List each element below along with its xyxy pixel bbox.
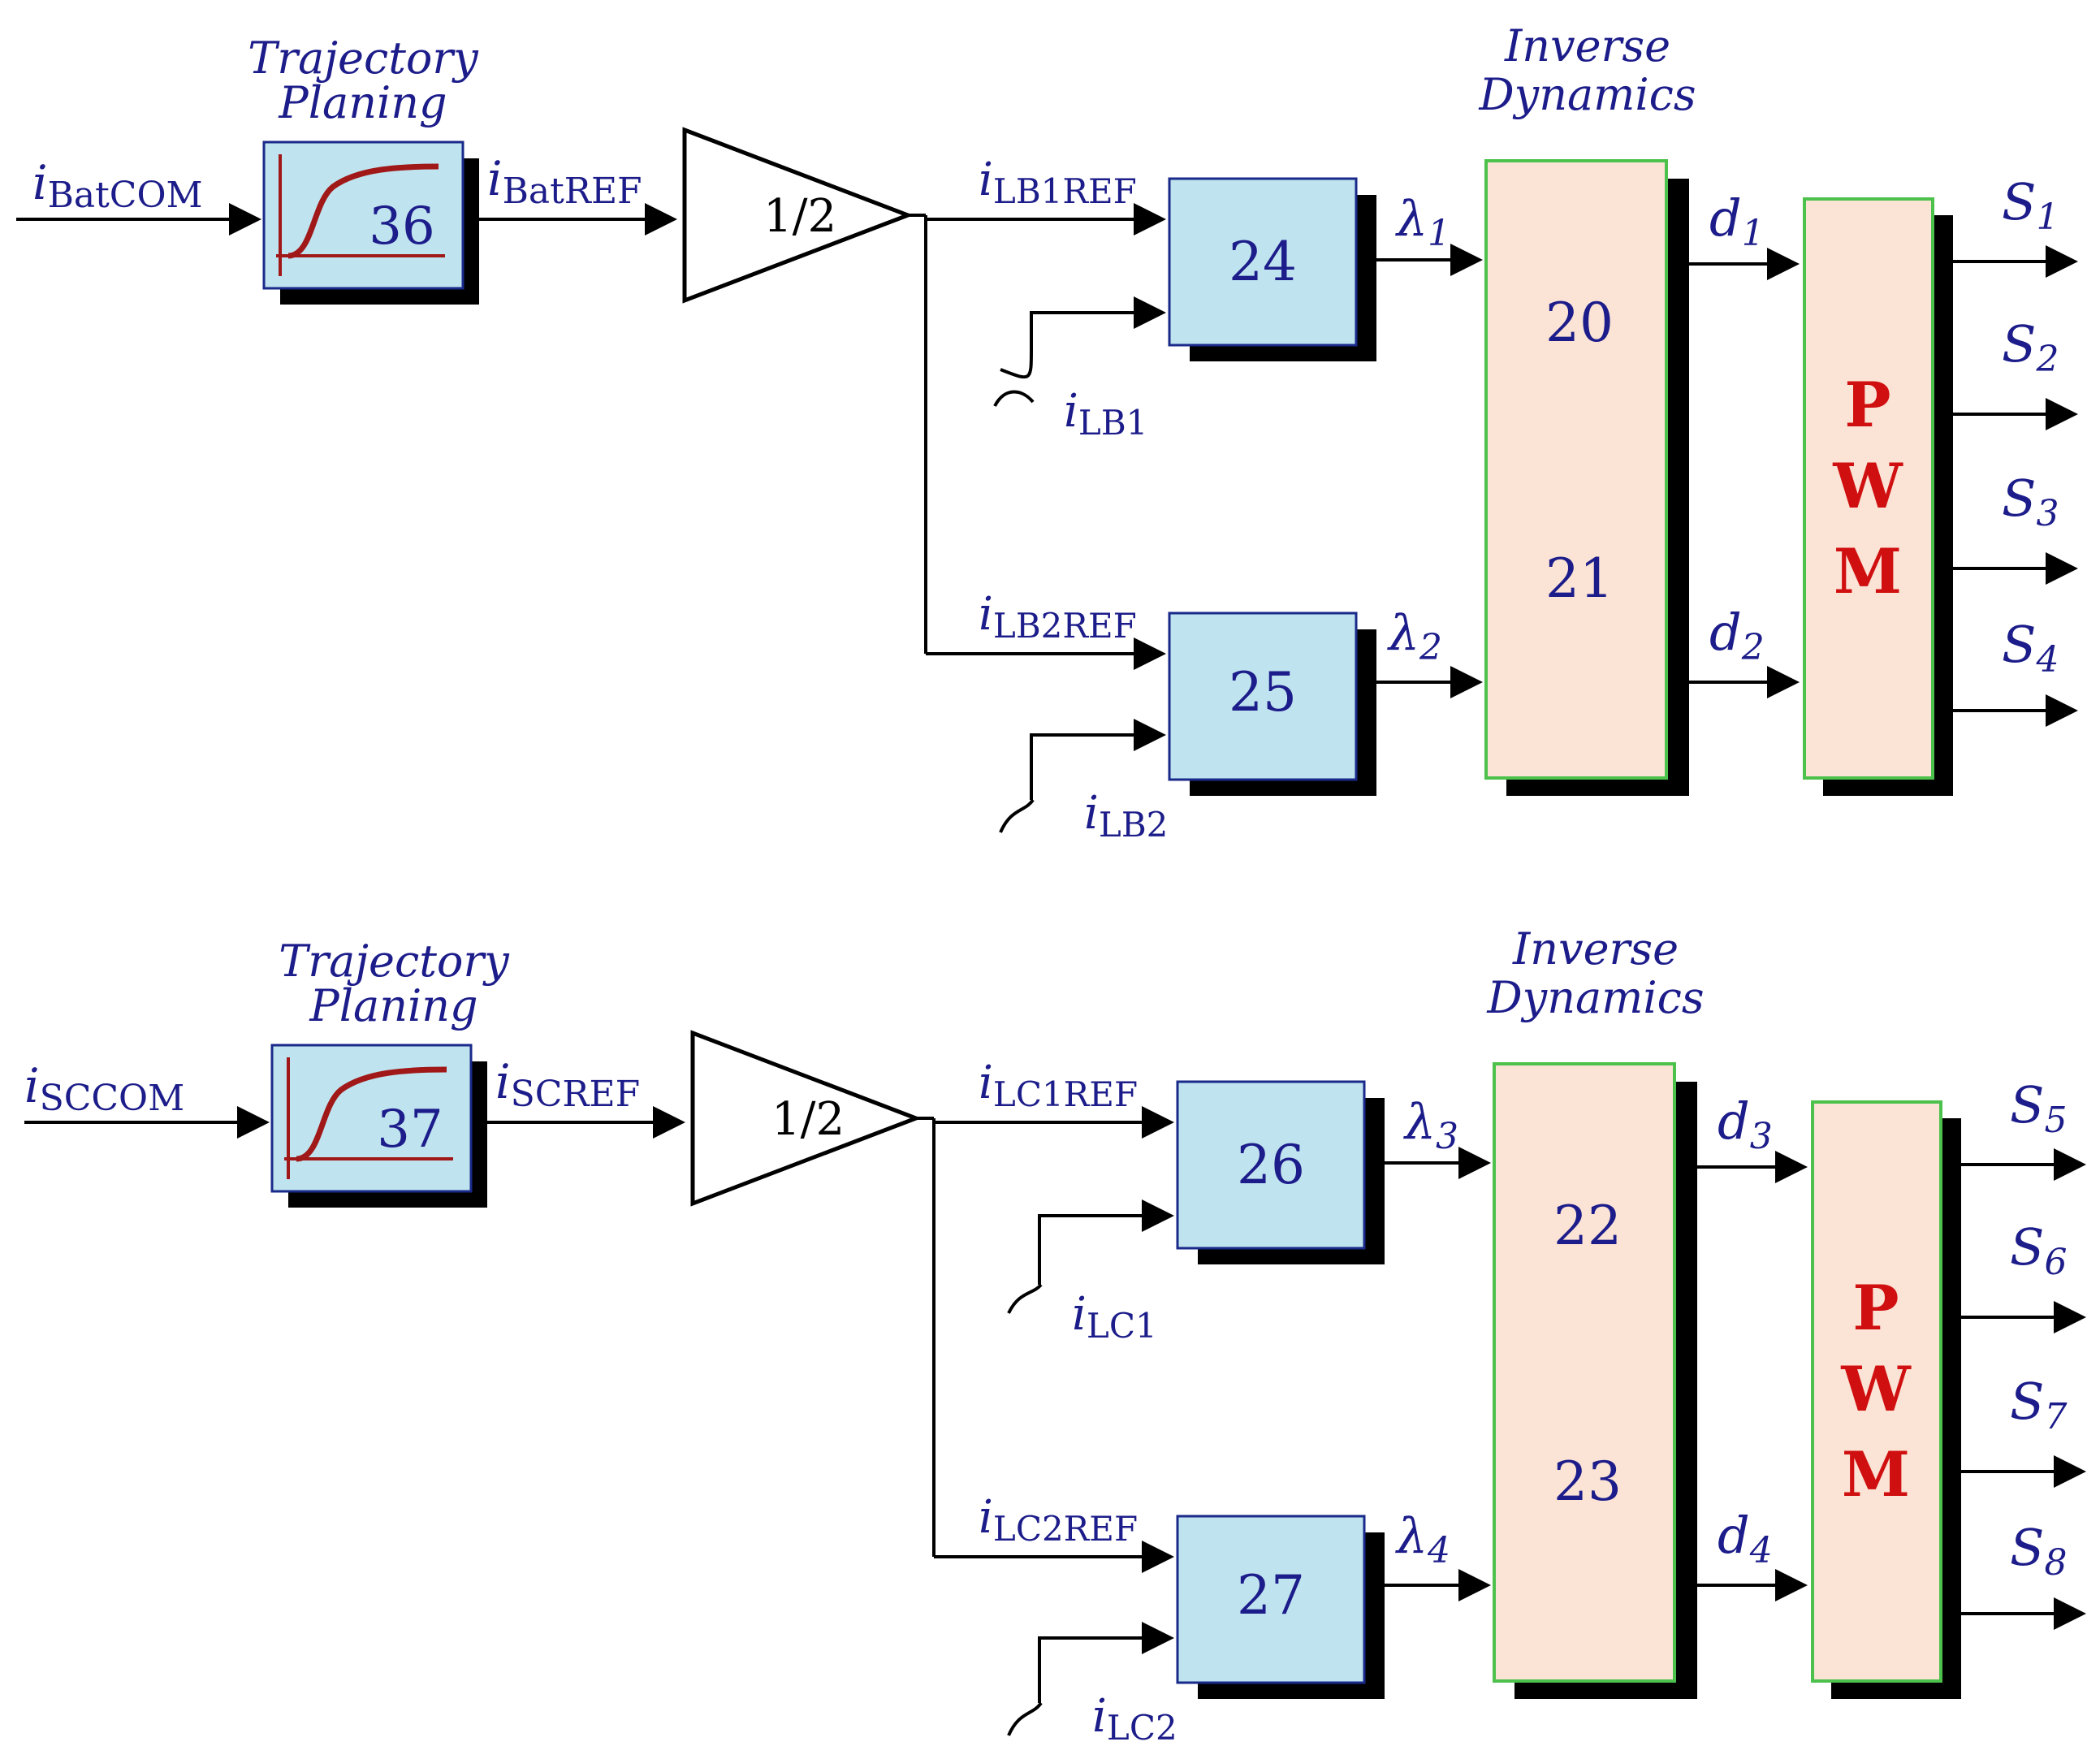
d1-label-2: d3: [1718, 1091, 1773, 1157]
meas2-label-2: iLC2: [1092, 1690, 1177, 1748]
inverse-dynamics-block-1: [1484, 159, 1668, 780]
trajectory-subtitle-1: Planing: [278, 77, 447, 128]
output-label-s7: S7: [2010, 1372, 2067, 1437]
ref-current-label-2: iSCREF: [495, 1054, 640, 1115]
inverse-number-20: 20: [1545, 292, 1614, 354]
gain-label-1: 1/2: [763, 190, 836, 243]
d1-label-1: d1: [1709, 188, 1765, 254]
trajectory-title-1: Trajectory: [248, 32, 479, 84]
battery-control-section: Trajectory Planing iBatCOM 36 iBatREF 1/…: [16, 20, 2078, 845]
meas1-wire-1: [1000, 296, 1166, 379]
trajectory-curve-icon-1: [287, 163, 439, 259]
ref-current-label-1: iBatREF: [487, 151, 642, 212]
lambda2-label-1: λ2: [1387, 605, 1442, 668]
pwm-block-2: [1811, 1100, 1942, 1683]
inverse-title-2: Inverse: [1512, 923, 1679, 975]
meas2-label-1: iLB2: [1084, 787, 1168, 845]
controller-block-26: [1176, 1080, 1366, 1250]
gain-triangle-1: [682, 127, 914, 304]
ref1-label-1: iLB1REF: [979, 153, 1137, 211]
output-label-s6: S6: [2010, 1217, 2067, 1283]
output-label-s1: S1: [2002, 172, 2059, 238]
ref1-label-2: iLC1REF: [979, 1057, 1138, 1114]
trajectory-number-2: 37: [377, 1100, 443, 1160]
trajectory-number-1: 36: [369, 197, 434, 257]
meas2-tilde-2: [1007, 1701, 1043, 1736]
lambda1-label-1: λ1: [1395, 191, 1450, 254]
meas1-label-1: iLB1: [1064, 385, 1147, 443]
trajectory-subtitle-2: Planing: [309, 980, 477, 1031]
pwm-letter-p-2: P: [1852, 1272, 1899, 1344]
gain-triangle-2: [690, 1030, 923, 1207]
trajectory-title-2: Trajectory: [279, 936, 510, 987]
inverse-title-1: Inverse: [1504, 20, 1670, 71]
inverse-number-22: 22: [1553, 1195, 1622, 1257]
trajectory-curve-icon-2: [296, 1066, 447, 1162]
inverse-dynamics-block-2: [1493, 1062, 1676, 1683]
inverse-number-21: 21: [1545, 547, 1614, 610]
meas2-tilde-1: [999, 798, 1035, 833]
lambda2-label-2: λ4: [1395, 1508, 1450, 1571]
pwm-letter-w-2: W: [1840, 1353, 1912, 1425]
output-label-s4: S4: [2002, 615, 2059, 681]
input-current-label-1: iBatCOM: [32, 155, 203, 216]
meas2-wire-2: [1038, 1622, 1174, 1703]
meas1-tilde-1: [993, 390, 1035, 408]
input-current-label-2: iSCCOM: [24, 1058, 184, 1119]
meas1-wire-2: [1038, 1199, 1174, 1285]
controller-block-27: [1176, 1515, 1366, 1684]
pwm-letter-m-2: M: [1842, 1438, 1910, 1510]
d2-label-1: d2: [1709, 603, 1765, 668]
lambda1-label-2: λ3: [1403, 1094, 1458, 1157]
ref2-label-1: iLB2REF: [979, 588, 1137, 646]
output-label-s8: S8: [2010, 1518, 2067, 1584]
ref2-label-2: iLC2REF: [979, 1491, 1138, 1549]
controller-block-25: [1168, 612, 1358, 781]
inverse-subtitle-2: Dynamics: [1486, 972, 1704, 1023]
pwm-letter-m-1: M: [1834, 535, 1902, 607]
controller-number-27: 27: [1237, 1564, 1305, 1627]
gain-label-2: 1/2: [771, 1093, 845, 1146]
controller-number-24: 24: [1229, 231, 1297, 293]
meas2-wire-1: [1030, 719, 1166, 800]
inverse-subtitle-1: Dynamics: [1478, 69, 1696, 120]
d2-label-2: d4: [1718, 1506, 1773, 1571]
output-label-s3: S3: [2002, 469, 2059, 534]
output-label-s2: S2: [2002, 314, 2059, 380]
supercap-control-section: Trajectory Planing iSCCOM 37 iSCREF 1/2 …: [24, 923, 2086, 1748]
output-label-s5: S5: [2010, 1075, 2067, 1141]
inverse-number-23: 23: [1553, 1450, 1622, 1513]
controller-number-26: 26: [1237, 1134, 1305, 1196]
meas1-label-2: iLC1: [1072, 1288, 1157, 1346]
pwm-letter-p-1: P: [1844, 369, 1890, 441]
pwm-letter-w-1: W: [1832, 450, 1903, 522]
controller-number-25: 25: [1229, 661, 1297, 724]
controller-block-24: [1168, 177, 1358, 347]
meas1-tilde-2: [1007, 1283, 1043, 1314]
pwm-block-1: [1803, 197, 1934, 780]
